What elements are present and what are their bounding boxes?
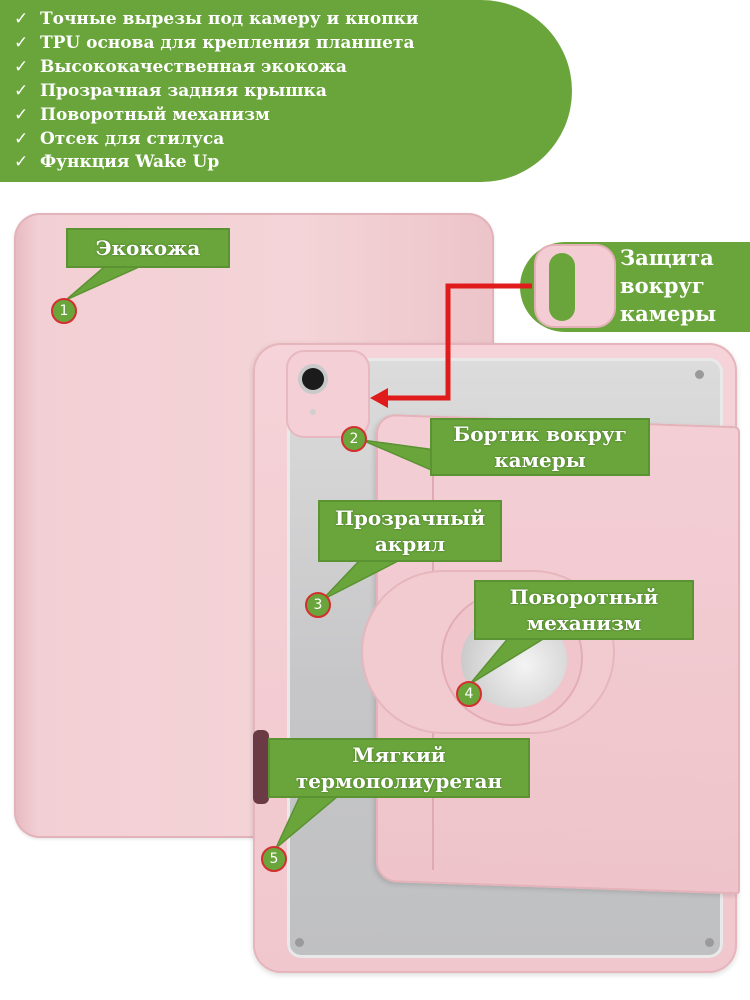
features-banner: ✓Точные вырезы под камеру и кнопки ✓TPU … [0, 0, 572, 182]
check-icon: ✓ [14, 9, 29, 29]
feature-item: ✓Точные вырезы под камеру и кнопки [14, 8, 419, 32]
camera-rim [288, 352, 368, 436]
corner-dot [695, 370, 704, 379]
marker-5: 5 [261, 846, 287, 872]
callout-tail [321, 559, 401, 601]
callout-ecoleather: Экокожа [66, 228, 230, 268]
feature-item: ✓TPU основа для крепления планшета [14, 32, 419, 56]
marker-4: 4 [456, 681, 482, 707]
callout-tail [361, 439, 437, 474]
feature-item: ✓Прозрачная задняя крышка [14, 80, 419, 104]
callout-acrylic: Прозрачный акрил [318, 500, 502, 562]
check-icon: ✓ [14, 56, 29, 77]
feature-item: ✓Высококачественная экокожа [14, 56, 419, 80]
feature-item: ✓Поворотный механизм [14, 104, 419, 128]
corner-dot [295, 938, 304, 947]
feature-item: ✓Функция Wake Up [14, 151, 419, 175]
callout-rotation: Поворотный механизм [474, 580, 694, 640]
camera-protection-label: Защита вокруг камеры [620, 245, 717, 326]
callout-tail [469, 635, 551, 685]
callout-camera-rim: Бортик вокруг камеры [430, 418, 650, 476]
features-list: ✓Точные вырезы под камеру и кнопки ✓TPU … [14, 8, 419, 175]
corner-dot [705, 938, 714, 947]
camera-flash-icon [310, 409, 316, 415]
arrowhead-icon [370, 388, 388, 408]
feature-item: ✓Отсек для стилуса [14, 128, 419, 152]
marker-1: 1 [51, 298, 77, 324]
check-icon: ✓ [14, 152, 29, 173]
check-icon: ✓ [14, 104, 29, 125]
arrow-line [384, 283, 532, 401]
camera-cutout-slot [549, 253, 575, 321]
marker-2: 2 [341, 426, 367, 452]
check-icon: ✓ [14, 32, 29, 53]
check-icon: ✓ [14, 80, 29, 101]
stylus-slot [253, 730, 269, 804]
callout-tail [275, 795, 341, 849]
marker-3: 3 [305, 592, 331, 618]
check-icon: ✓ [14, 128, 29, 149]
callout-tpu: Мягкий термополиуретан [268, 738, 530, 798]
camera-lens-icon [302, 368, 324, 390]
